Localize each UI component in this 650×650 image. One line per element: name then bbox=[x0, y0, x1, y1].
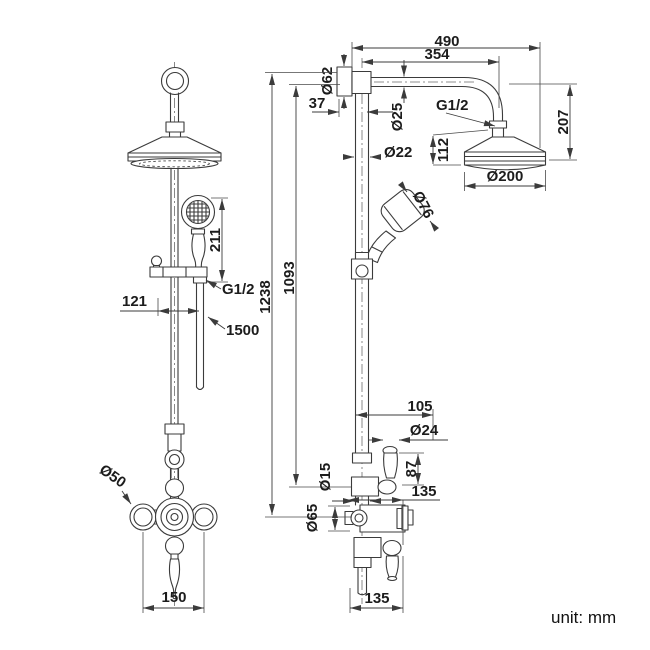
dim-head-height-label: 112 bbox=[435, 138, 452, 162]
front-lever-handle bbox=[168, 558, 181, 600]
dim-wall-clearance-label: 37 bbox=[309, 95, 326, 112]
front-valve bbox=[129, 497, 218, 600]
dim-bar-offset-label: 121 bbox=[122, 293, 147, 310]
side-lever-handle bbox=[385, 555, 399, 578]
dim-pipe-dia-label: Ø22 bbox=[384, 144, 412, 161]
front-shower-head bbox=[127, 136, 222, 170]
dim-valve-reach-label: 135 bbox=[411, 483, 436, 500]
dim-valve-body-dia-label: Ø65 bbox=[304, 504, 321, 532]
dim-hose-length-label: 1500 bbox=[226, 322, 259, 339]
front-handset bbox=[180, 194, 216, 275]
dim-valve-depth-label: 135 bbox=[364, 590, 389, 607]
front-hose bbox=[195, 282, 205, 391]
side-dimensions: 490 354 Ø62 37 Ø25 G1/2 Ø22 112 Ø200 bbox=[257, 33, 577, 613]
dim-outlet-pipe-dia-label: Ø15 bbox=[317, 463, 334, 491]
front-lower-fittings bbox=[164, 423, 185, 499]
front-view bbox=[127, 62, 222, 606]
dim-arm-reach-label: 354 bbox=[424, 46, 450, 63]
dim-riser-height-label: 1093 bbox=[281, 261, 298, 294]
dim-handset-height-label: 211 bbox=[207, 228, 224, 252]
side-valve bbox=[344, 495, 414, 596]
dim-handle-offset-label: 105 bbox=[407, 398, 432, 415]
dim-hose-thread-label: G1/2 bbox=[222, 281, 255, 298]
dim-flange-dia-label: Ø62 bbox=[319, 67, 336, 95]
unit-note: unit: mm bbox=[551, 608, 616, 627]
front-slider-bracket bbox=[149, 255, 208, 284]
dim-escutcheon-dia-label: Ø50 bbox=[96, 461, 129, 491]
dim-arm-dia-label: Ø25 bbox=[389, 103, 406, 131]
side-shower-head bbox=[463, 120, 547, 171]
side-view bbox=[336, 58, 547, 604]
side-wall-flange bbox=[336, 66, 353, 97]
dim-head-thread-label: G1/2 bbox=[436, 97, 469, 114]
dim-inlet-centers-label: 150 bbox=[161, 589, 186, 606]
front-dimensions: 211 121 G1/2 1500 Ø50 150 bbox=[96, 197, 259, 613]
dim-head-drop-label: 207 bbox=[555, 109, 572, 134]
side-diverter bbox=[350, 445, 398, 497]
dim-overall-depth-label: 490 bbox=[434, 33, 459, 50]
dim-handle-height-label: 87 bbox=[403, 461, 420, 478]
side-shower-arm bbox=[360, 76, 504, 122]
side-handset bbox=[350, 188, 425, 280]
front-wall-elbow bbox=[160, 66, 190, 96]
dim-head-dia-label: Ø200 bbox=[487, 168, 524, 185]
dim-overall-height-label: 1238 bbox=[257, 280, 274, 313]
dim-handle-dia-label: Ø24 bbox=[410, 422, 439, 439]
